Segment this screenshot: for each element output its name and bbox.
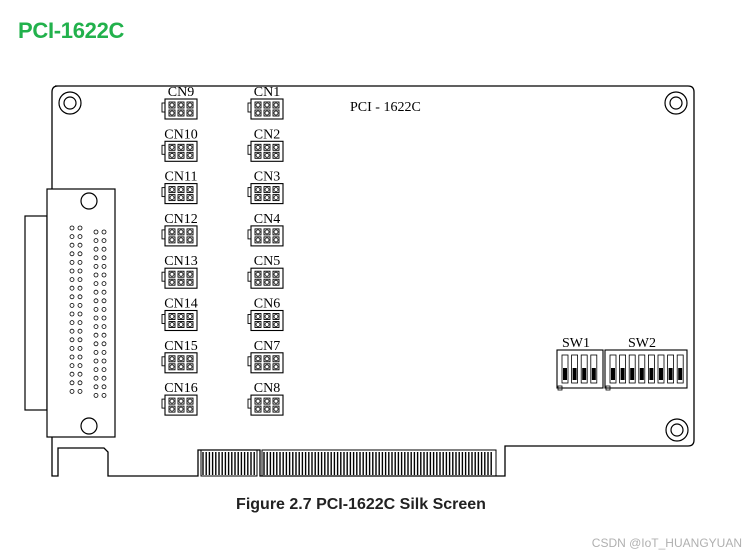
connector-label: CN8: [254, 381, 280, 396]
connector-label: CN1: [254, 85, 280, 100]
connector-cn9: CN9: [161, 85, 198, 120]
mounting-hole-top-right: [664, 91, 688, 115]
connector-cn2: CN2: [247, 127, 284, 162]
connector-cn7: CN7: [247, 339, 284, 374]
connector-label: CN9: [168, 85, 194, 100]
connector-label: CN7: [254, 339, 280, 354]
connector-label: CN3: [254, 170, 280, 185]
dip-switch-sw2: SW2: [604, 336, 688, 391]
connector-cn3: CN3: [247, 170, 284, 205]
connector-cn11: CN11: [161, 170, 198, 205]
switch-label-sw1: SW1: [562, 336, 590, 351]
connector-cn4: CN4: [247, 212, 284, 247]
mounting-hole-bottom-right: [665, 418, 689, 442]
connector-cn16: CN16: [161, 381, 198, 416]
watermark: CSDN @IoT_HUANGYUAN: [591, 536, 742, 550]
pci-edge-connector: [200, 449, 497, 477]
connector-cn6: CN6: [247, 297, 284, 332]
connector-label: CN16: [164, 381, 197, 396]
page-title: PCI-1622C: [18, 18, 125, 43]
connector-label: CN14: [164, 297, 197, 312]
connector-label: CN4: [254, 212, 280, 227]
connector-label: CN10: [164, 127, 197, 142]
connector-cn12: CN12: [161, 212, 198, 247]
connector-cn15: CN15: [161, 339, 198, 374]
connector-label: CN15: [164, 339, 197, 354]
connector-cn1: CN1: [247, 85, 284, 120]
board-outline: [51, 85, 695, 477]
db-connector: [24, 188, 116, 438]
connector-label: CN11: [165, 170, 198, 185]
figure-caption: Figure 2.7 PCI-1622C Silk Screen: [236, 496, 486, 513]
connector-cn10: CN10: [161, 127, 198, 162]
connector-label: CN12: [164, 212, 197, 227]
dip-switch-sw1: SW1: [556, 336, 604, 391]
connector-cn13: CN13: [161, 254, 198, 289]
connector-label: CN2: [254, 127, 280, 142]
connector-cn5: CN5: [247, 254, 284, 289]
switch-label-sw2: SW2: [628, 336, 656, 351]
connector-label: CN6: [254, 297, 280, 312]
connector-label: CN13: [164, 254, 197, 269]
connector-label: CN5: [254, 254, 280, 269]
connector-cn14: CN14: [161, 297, 198, 332]
mounting-hole-top-left: [58, 91, 82, 115]
connector-cn8: CN8: [247, 381, 284, 416]
board-silk-label: PCI - 1622C: [350, 100, 421, 115]
